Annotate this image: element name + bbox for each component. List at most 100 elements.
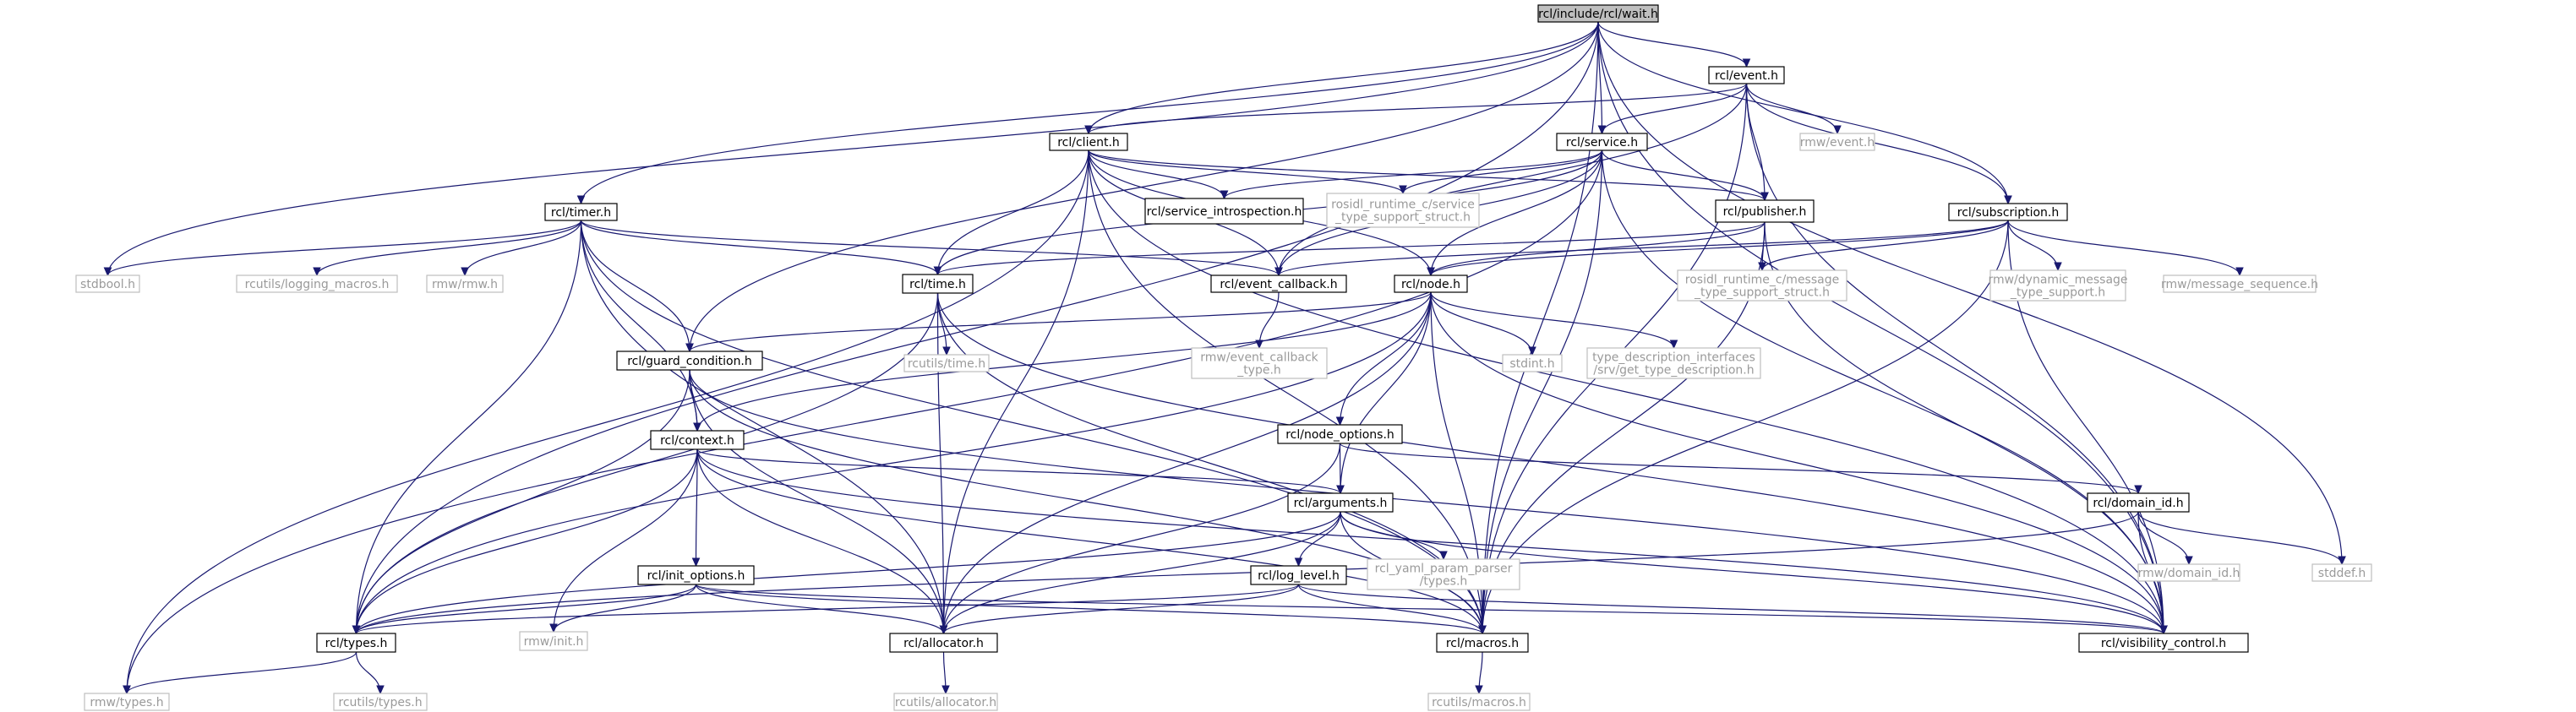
edge-event-to-client: [1088, 83, 1748, 134]
node-box-rmw_types: [84, 693, 170, 711]
edge-publisher-to-time: [936, 221, 1766, 275]
arrowhead-node_options-to-arguments: [1336, 485, 1345, 495]
edge-service-to-node: [1430, 149, 1603, 276]
node-label-event_callback-0: rcl/event_callback.h: [1220, 278, 1337, 291]
node-label-rmw_rmw-0: rmw/rmw.h: [432, 278, 498, 291]
node-client[interactable]: rcl/client.h: [1049, 133, 1128, 151]
edge-service-to-service_introspection: [1223, 149, 1603, 199]
node-event_callback[interactable]: rcl/event_callback.h: [1210, 274, 1347, 293]
node-box-publisher: [1715, 199, 1815, 223]
node-box-rmw_dynamic: [1989, 269, 2126, 302]
node-box-context: [650, 430, 745, 450]
arrowhead-arguments-to-yaml: [1439, 551, 1448, 561]
node-box-stdbool: [75, 274, 140, 293]
node-context[interactable]: rcl/context.h: [650, 430, 745, 450]
arrowhead-timer-to-stdbool: [103, 267, 112, 277]
edge-init_options-to-visibility: [695, 584, 2164, 634]
node-box-wait: [1537, 4, 1659, 23]
edge-guard_condition-to-types: [355, 369, 690, 634]
node-label-rmw_domain-0: rmw/domain_id.h: [2138, 567, 2240, 580]
arrowhead-service-to-service_introspection: [1220, 190, 1229, 200]
node-box-node_options: [1277, 424, 1403, 444]
node-box-guard_condition: [616, 351, 763, 371]
arrowhead-context-to-init_options: [691, 557, 701, 568]
edge-log_level-to-visibility: [1297, 584, 2164, 634]
edge-subscription-to-event_callback: [1278, 220, 2009, 276]
node-box-service: [1556, 133, 1648, 151]
edge-wait-to-subscription: [1597, 21, 2009, 204]
node-label-rmw_msg_seq-0: rmw/message_sequence.h: [2161, 278, 2318, 291]
node-rmw_msg_seq: rmw/message_sequence.h: [2161, 274, 2318, 293]
edge-client-to-macros: [1088, 149, 1483, 634]
edge-timer-to-macros: [580, 220, 1483, 634]
edge-client-to-rosidl_service: [1088, 149, 1404, 194]
arrowhead-node-to-guard_condition: [685, 343, 694, 353]
arrowhead-log_level-to-visibility: [2159, 625, 2168, 635]
node-event[interactable]: rcl/event.h: [1708, 66, 1785, 84]
edge-time-to-allocator: [936, 292, 945, 634]
edge-publisher-to-node: [1430, 221, 1766, 276]
node-box-visibility: [2078, 633, 2249, 653]
node-label-rmw_event_cb-0: rmw/event_callback: [1200, 351, 1318, 365]
node-arguments[interactable]: rcl/arguments.h: [1287, 492, 1394, 513]
arrowhead-init_options-to-rmw_init: [549, 623, 558, 633]
edge-wait-to-stdbool: [106, 21, 1599, 276]
node-box-domain_id: [2087, 492, 2190, 513]
edge-log_level-to-macros: [1297, 584, 1483, 634]
node-label-rcutils_macros-0: rcutils/macros.h: [1432, 696, 1526, 709]
node-node_options[interactable]: rcl/node_options.h: [1277, 424, 1403, 444]
arrowhead-event-to-rmw_event: [1833, 125, 1842, 135]
node-allocator[interactable]: rcl/allocator.h: [889, 633, 998, 653]
arrowhead-log_level-to-macros: [1478, 625, 1487, 635]
node-box-rosidl_service: [1326, 193, 1480, 228]
node-label-yaml-1: /types.h: [1420, 575, 1468, 589]
edge-init_options-to-macros: [695, 584, 1483, 634]
node-label-domain_id-0: rcl/domain_id.h: [2093, 497, 2183, 510]
node-domain_id[interactable]: rcl/domain_id.h: [2087, 492, 2190, 513]
node-label-time-0: rcl/time.h: [909, 278, 966, 291]
node-service[interactable]: rcl/service.h: [1556, 133, 1648, 151]
node-label-guard_condition-0: rcl/guard_condition.h: [627, 355, 752, 368]
node-type_desc: type_description_interfaces/srv/get_type…: [1586, 347, 1761, 379]
node-types[interactable]: rcl/types.h: [316, 633, 396, 653]
arrowhead-node-to-type_desc: [1669, 340, 1678, 350]
node-node[interactable]: rcl/node.h: [1394, 274, 1468, 293]
node-label-arguments-0: rcl/arguments.h: [1294, 497, 1388, 510]
node-stdbool: stdbool.h: [75, 274, 140, 293]
edge-subscription-to-node: [1430, 220, 2009, 276]
node-label-rosidl_message-1: _type_support_struct.h: [1694, 286, 1830, 300]
node-timer[interactable]: rcl/timer.h: [544, 203, 618, 221]
node-box-stdint: [1502, 354, 1563, 372]
arrowhead-wait-to-timer: [576, 195, 586, 205]
node-macros[interactable]: rcl/macros.h: [1436, 633, 1529, 653]
edge-timer-to-event_callback: [580, 220, 1280, 276]
edge-node-to-allocator: [942, 291, 1432, 634]
node-init_options[interactable]: rcl/init_options.h: [637, 565, 755, 585]
node-label-rmw_dynamic-0: rmw/dynamic_message: [1988, 274, 2127, 287]
node-rmw_types: rmw/types.h: [84, 693, 170, 711]
node-rmw_init: rmw/init.h: [519, 631, 588, 651]
edge-subscription-to-macros: [1482, 220, 2009, 634]
node-visibility[interactable]: rcl/visibility_control.h: [2078, 633, 2249, 653]
arrowhead-timer-to-rmw_rmw: [461, 267, 469, 277]
arrowhead-service-to-rosidl_service: [1399, 185, 1407, 195]
node-box-time: [902, 274, 974, 294]
node-box-allocator: [889, 633, 998, 653]
arrowhead-types-to-rcutils_types: [376, 685, 385, 695]
node-service_introspection[interactable]: rcl/service_introspection.h: [1144, 198, 1304, 225]
node-time[interactable]: rcl/time.h: [902, 274, 974, 294]
node-wait[interactable]: rcl/include/rcl/wait.h: [1537, 4, 1659, 23]
arrowhead-timer-to-logging_macros: [313, 267, 321, 277]
edge-context-to-arguments: [696, 448, 1341, 494]
arrowhead-timer-to-time: [933, 266, 942, 276]
arrowhead-event-to-service: [1597, 125, 1607, 135]
node-label-rmw_dynamic-1: _type_support.h: [2010, 286, 2105, 300]
edge-timer-to-types: [355, 220, 582, 634]
node-log_level[interactable]: rcl/log_level.h: [1250, 565, 1347, 585]
node-label-rmw_event-0: rmw/event.h: [1800, 136, 1875, 149]
node-box-log_level: [1250, 565, 1347, 585]
node-publisher[interactable]: rcl/publisher.h: [1715, 199, 1815, 223]
node-subscription[interactable]: rcl/subscription.h: [1948, 203, 2068, 221]
node-guard_condition[interactable]: rcl/guard_condition.h: [616, 351, 763, 371]
node-yaml: rcl_yaml_param_parser/types.h: [1367, 558, 1520, 590]
